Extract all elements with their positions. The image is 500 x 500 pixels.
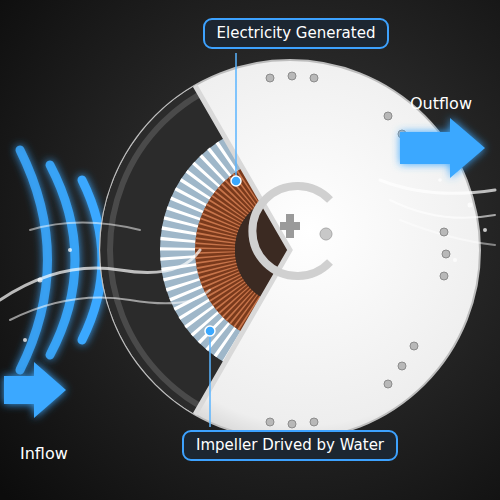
outflow-arrow (400, 118, 485, 178)
flow-label: Inflow (20, 444, 68, 464)
water-splash (0, 180, 495, 320)
water-drops (23, 178, 487, 342)
flow-label: Outflow (410, 94, 472, 114)
flow-arcs (20, 150, 102, 370)
hub (252, 186, 332, 276)
inflow-arrow (4, 362, 66, 418)
leader-lines (210, 53, 236, 427)
leader-dots (205, 176, 241, 336)
cutaway (100, 70, 470, 430)
callout-text: Electricity Generated (217, 24, 376, 42)
callout-text: Impeller Drived by Water (196, 436, 384, 454)
turbine-disc (100, 60, 480, 440)
callout-box: Electricity Generated (203, 18, 390, 49)
callout-box: Impeller Drived by Water (182, 430, 398, 461)
rim-dots (266, 72, 450, 428)
